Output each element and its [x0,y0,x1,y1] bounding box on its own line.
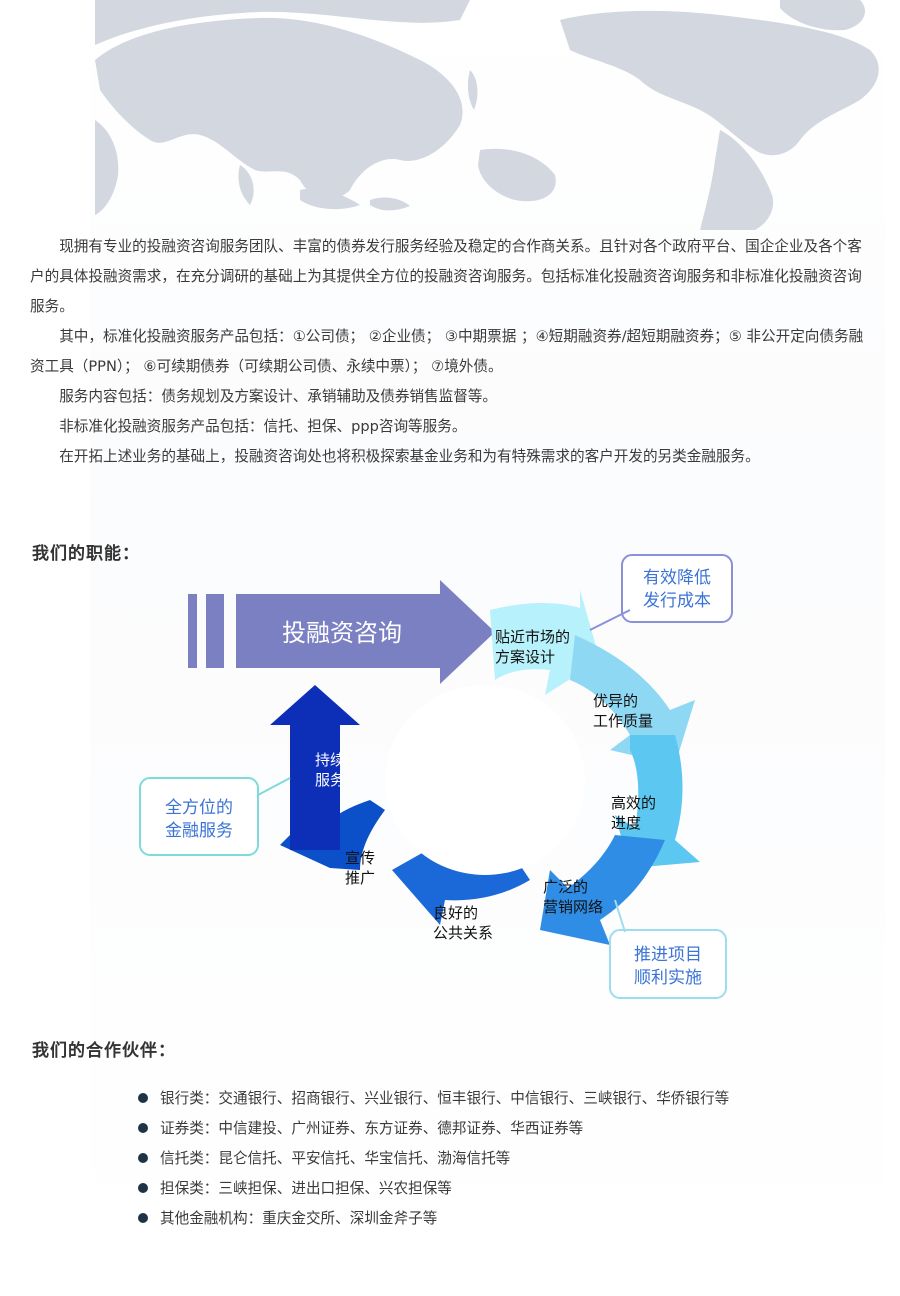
bullet-icon [138,1183,148,1193]
intro-paragraph: 在开拓上述业务的基础上，投融资咨询处也将积极探索基金业务和为有特殊需求的客户开发… [59,448,760,465]
bullet-icon [138,1123,148,1133]
partner-category: 信托类：昆仑信托、平安信托、华宝信托、渤海信托等 [160,1150,511,1167]
functions-diagram: 投融资咨询 贴近市场的 方案设计 优异的 工作质量 [130,550,750,1010]
list-item: 银行类：交通银行、招商银行、兴业银行、恒丰银行、中信银行、三峡银行、华侨银行等 [138,1084,729,1114]
partners-list: 银行类：交通银行、招商银行、兴业银行、恒丰银行、中信银行、三峡银行、华侨银行等 … [138,1084,729,1234]
bullet-icon [138,1153,148,1163]
cycle-label-6a: 宣传 [345,849,375,867]
callout-cost: 有效降低 发行成本 [589,554,733,631]
callout-cost-line2: 发行成本 [643,591,711,611]
list-item: 其他金融机构：重庆金交所、深圳金斧子等 [138,1204,729,1234]
cycle-label-4b: 营销网络 [543,898,603,916]
partner-category: 银行类：交通银行、招商银行、兴业银行、恒丰银行、中信银行、三峡银行、华侨银行等 [160,1090,730,1107]
callout-project-line2: 顺利实施 [634,968,702,988]
cycle-label-2b: 工作质量 [593,712,653,730]
intro-paragraph: 其中，标准化投融资服务产品包括：①公司债； ②企业债； ③中期票据 ；④短期融资… [30,328,864,375]
cycle-label-2a: 优异的 [593,692,638,710]
list-item: 担保类：三峡担保、进出口担保、兴农担保等 [138,1174,729,1204]
cycle-label-5b: 公共关系 [433,924,493,942]
cycle-label-7a: 持续 [315,751,345,769]
intro-text: 现拥有专业的投融资咨询服务团队、丰富的债券发行服务经验及稳定的合作商关系。且针对… [30,232,872,472]
callout-project-line1: 推进项目 [634,945,702,965]
cycle-label-7b: 服务 [315,771,345,789]
callout-project: 推进项目 顺利实施 [609,899,727,999]
cycle-label-3a: 高效的 [611,794,656,812]
main-arrow: 投融资咨询 [188,580,495,684]
intro-paragraph: 现拥有专业的投融资咨询服务团队、丰富的债券发行服务经验及稳定的合作商关系。且针对… [30,238,862,315]
cycle-label-3b: 进度 [611,814,641,832]
bullet-icon [138,1093,148,1103]
main-arrow-label: 投融资咨询 [282,619,402,647]
cycle-label-1b: 方案设计 [495,648,555,666]
callout-service: 全方位的 金融服务 [139,777,291,856]
callout-service-line1: 全方位的 [165,798,233,818]
list-item: 信托类：昆仑信托、平安信托、华宝信托、渤海信托等 [138,1144,729,1174]
partner-category: 证券类：中信建投、广州证券、东方证券、德邦证券、华西证券等 [160,1120,584,1137]
callout-service-line2: 金融服务 [165,821,233,841]
intro-paragraph: 非标准化投融资服务产品包括：信托、担保、ppp咨询等服务。 [59,418,467,435]
cycle-label-4a: 广泛的 [543,878,588,896]
partner-category: 其他金融机构：重庆金交所、深圳金斧子等 [160,1210,438,1227]
partners-title: 我们的合作伙伴： [32,1041,176,1061]
partner-category: 担保类：三峡担保、进出口担保、兴农担保等 [160,1180,452,1197]
intro-paragraph: 服务内容包括：债务规划及方案设计、承销辅助及债券销售监督等。 [59,388,498,405]
list-item: 证券类：中信建投、广州证券、东方证券、德邦证券、华西证券等 [138,1114,729,1144]
functions-title: 我们的职能： [32,544,140,564]
bullet-icon [138,1213,148,1223]
cycle-ring [270,590,700,945]
cycle-label-1a: 贴近市场的 [495,628,570,646]
world-map-image [0,0,900,230]
cycle-label-5a: 良好的 [433,904,478,922]
callout-cost-line1: 有效降低 [643,568,711,588]
cycle-label-6b: 推广 [345,869,375,887]
